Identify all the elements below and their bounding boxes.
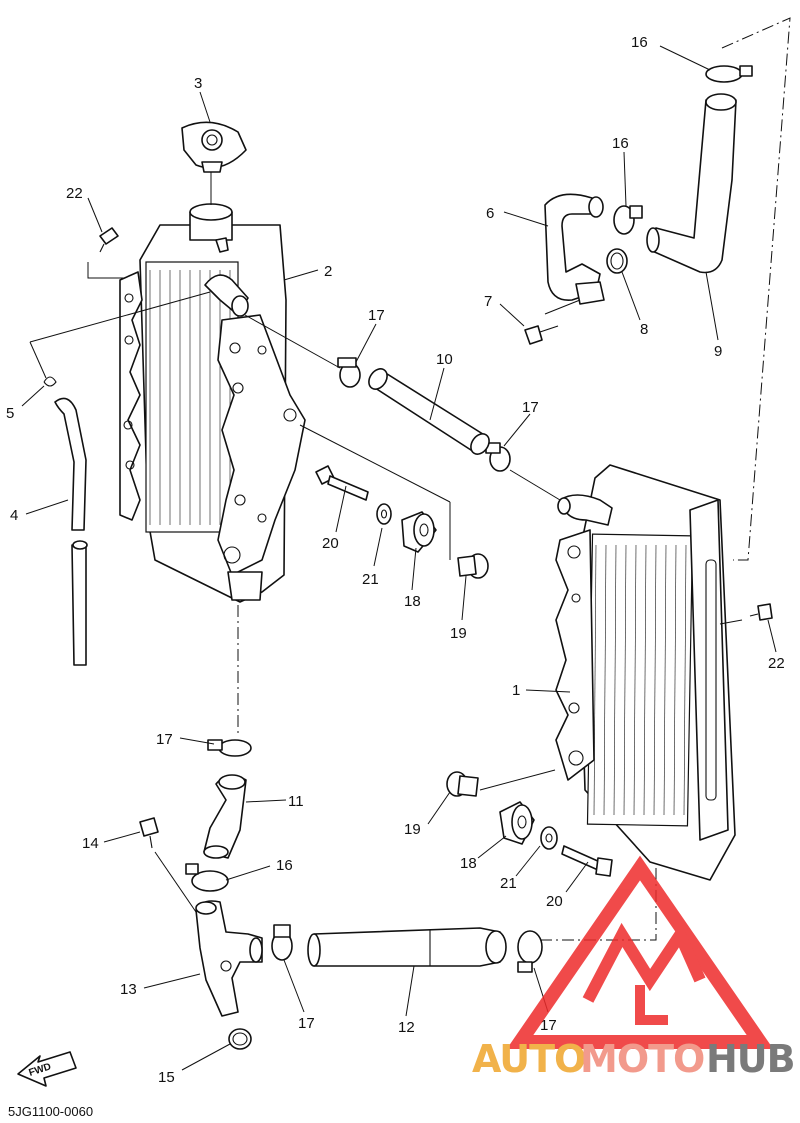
- callout-12: 12: [398, 1019, 415, 1036]
- callout-5: 5: [6, 405, 14, 422]
- clamp-17-a: [337, 357, 361, 388]
- breather-hose-4: [54, 397, 88, 666]
- watermark-text: AUTO MOTO HUB: [472, 1037, 796, 1081]
- right-radiator: [555, 464, 736, 881]
- collar-19-a: [457, 553, 489, 579]
- hose-12: [307, 927, 507, 967]
- watermark-auto: AUTO: [472, 1037, 585, 1081]
- o-ring-15: [228, 1028, 252, 1050]
- callout-14: 14: [82, 835, 99, 852]
- bolt-20-a: [315, 465, 369, 501]
- bolt-22-right: [749, 603, 773, 621]
- callout-2: 2: [324, 263, 332, 280]
- callout-18: 18: [460, 855, 477, 872]
- bolt-14: [139, 817, 159, 849]
- radiator-cap: [181, 121, 247, 173]
- clip-5: [43, 376, 57, 387]
- callout-22: 22: [66, 185, 83, 202]
- leader-lines: [21, 45, 777, 1071]
- fwd-arrow: FWD: [17, 1051, 77, 1087]
- callout-18: 18: [404, 593, 421, 610]
- document-number: 5JG1100-0060: [8, 1104, 93, 1119]
- callout-1: 1: [512, 682, 520, 699]
- washer-21-b: [540, 826, 558, 850]
- hose-9: [646, 93, 737, 274]
- clamp-17-e: [517, 930, 543, 973]
- clamp-17-b: [485, 442, 511, 472]
- assembly-lines: [29, 17, 791, 941]
- callout-20: 20: [546, 893, 563, 910]
- callout-7: 7: [484, 293, 492, 310]
- watermark-moto: MOTO: [580, 1037, 704, 1081]
- callout-13: 13: [120, 981, 137, 998]
- bolt-7: [524, 325, 559, 345]
- callout-20: 20: [322, 535, 339, 552]
- callout-16: 16: [612, 135, 629, 152]
- callout-16: 16: [276, 857, 293, 874]
- callout-6: 6: [486, 205, 494, 222]
- clamp-16-low: [185, 863, 229, 892]
- callout-10: 10: [436, 351, 453, 368]
- clamp-17-d: [271, 924, 293, 961]
- left-radiator: [119, 203, 306, 603]
- clamp-17-c: [207, 739, 252, 757]
- callout-22: 22: [768, 655, 785, 672]
- clamp-16-mid: [613, 205, 643, 235]
- watermark-hub: HUB: [706, 1037, 795, 1081]
- callout-16: 16: [631, 34, 648, 51]
- callout-17: 17: [156, 731, 173, 748]
- collar-19-b: [446, 771, 479, 797]
- hose-11: [203, 774, 247, 859]
- grommet-18-b: [499, 801, 535, 845]
- callout-3: 3: [194, 75, 202, 92]
- callout-11: 11: [288, 793, 304, 810]
- callout-9: 9: [714, 343, 722, 360]
- o-ring-8: [606, 248, 628, 274]
- callout-21: 21: [500, 875, 517, 892]
- callout-17: 17: [540, 1017, 557, 1034]
- callout-19: 19: [404, 821, 421, 838]
- callout-4: 4: [10, 507, 18, 524]
- bolt-22-top: [99, 227, 119, 253]
- callout-19: 19: [450, 625, 467, 642]
- callout-17: 17: [368, 307, 385, 324]
- pipe-13: [195, 900, 263, 1017]
- callout-17: 17: [522, 399, 539, 416]
- callout-8: 8: [640, 321, 648, 338]
- grommet-18-a: [401, 511, 437, 553]
- watermark-logo: [506, 855, 774, 1049]
- hose-6: [544, 193, 605, 305]
- clamp-16-top: [705, 65, 753, 83]
- washer-21-a: [376, 503, 392, 525]
- hose-10: [368, 368, 490, 455]
- callout-labels: 16 3 22 6 16 2 7 8 9 5 17 10 17 4 20 21 …: [6, 34, 785, 1086]
- callout-17: 17: [298, 1015, 315, 1032]
- bolt-20-b: [561, 845, 613, 877]
- callout-15: 15: [158, 1069, 175, 1086]
- callout-21: 21: [362, 571, 379, 588]
